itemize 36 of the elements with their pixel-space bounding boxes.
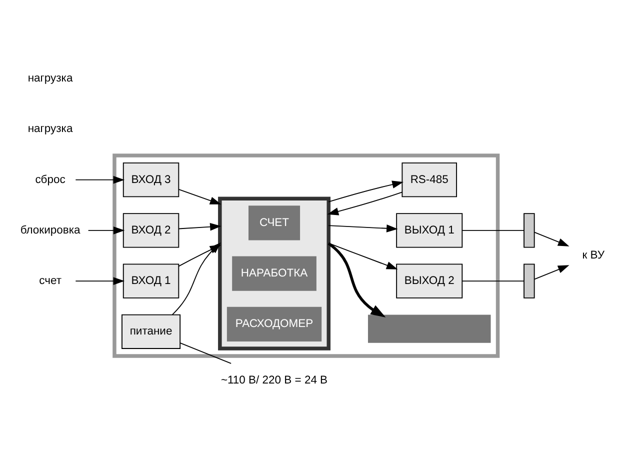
- arrow: [328, 180, 404, 202]
- node-box: НАРАБОТКА: [232, 256, 316, 290]
- arrow: [534, 264, 570, 280]
- label: нагрузка: [28, 72, 73, 84]
- node-resistor: [524, 263, 535, 298]
- node-box: ВЫХОД 1: [396, 212, 463, 248]
- connector: [180, 342, 232, 364]
- node-box: ВХОД 2: [122, 212, 180, 248]
- arrow: [328, 242, 398, 269]
- label: нагрузка: [28, 122, 73, 135]
- arrow: [178, 222, 222, 230]
- node-box: РАСХОДОМЕР: [226, 306, 322, 341]
- node-box: ВХОД 1: [122, 263, 180, 298]
- node-text: блокировка: [20, 224, 80, 236]
- node-text: счет: [39, 274, 62, 286]
- node-resistor: [524, 212, 535, 248]
- arrow: [178, 188, 222, 204]
- arrow: [328, 224, 398, 232]
- arrow: [75, 175, 125, 184]
- cluster: [218, 196, 330, 350]
- node-box: СЧЕТ: [248, 205, 300, 240]
- node-text: к ВУ: [582, 249, 605, 262]
- node-box: питание: [122, 314, 181, 348]
- node-box: RS-485: [402, 162, 457, 197]
- arrow: [88, 226, 125, 234]
- node-text: сброс: [35, 173, 66, 186]
- connector: [462, 280, 524, 282]
- node-box: ВХОД 3: [122, 162, 180, 197]
- node-box: ВЫХОД 2: [396, 263, 463, 298]
- node-display: [368, 314, 491, 342]
- arrow: [327, 191, 403, 215]
- arrow: [328, 242, 386, 317]
- arrow: [534, 231, 570, 246]
- connector: [462, 229, 524, 230]
- node-text: ~110 В/ 220 В = 24 В: [220, 374, 328, 386]
- arrow: [75, 276, 125, 284]
